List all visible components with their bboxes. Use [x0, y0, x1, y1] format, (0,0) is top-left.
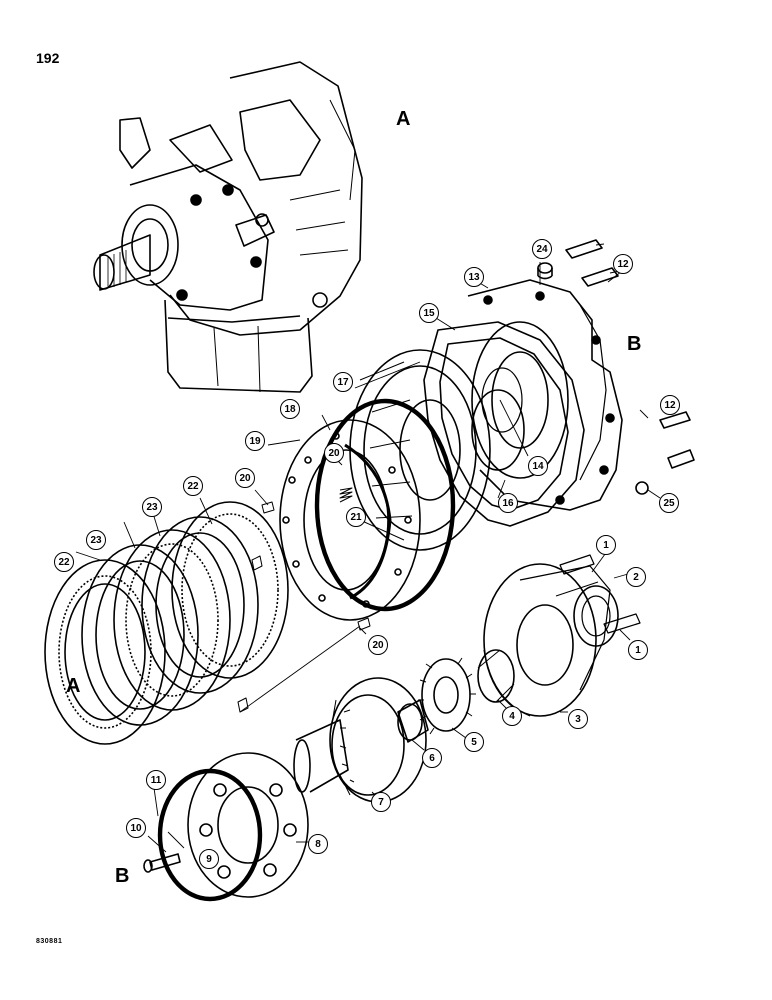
- callout-12-top: 12: [613, 254, 633, 274]
- bearing-4: [477, 649, 515, 703]
- spring-21: [339, 487, 353, 503]
- callout-24: 24: [532, 239, 552, 259]
- reference-letter-b-bottom: B: [115, 865, 130, 887]
- callout-1-lower: 1: [628, 640, 648, 660]
- callout-20-left: 20: [235, 468, 255, 488]
- carrier-3: [483, 563, 611, 717]
- callout-2: 2: [626, 567, 646, 587]
- reference-letter-b-right: B: [627, 333, 642, 355]
- separator-plate-23-rear: [141, 516, 259, 694]
- callout-15: 15: [419, 303, 439, 323]
- callout-8: 8: [308, 834, 328, 854]
- clutch-disc-22-front: [44, 559, 166, 745]
- drawing-code: 830881: [36, 938, 63, 945]
- callout-16: 16: [498, 493, 518, 513]
- callout-25: 25: [659, 493, 679, 513]
- callout-18: 18: [280, 399, 300, 419]
- snap-ring-11: [157, 768, 263, 902]
- callout-21: 21: [346, 507, 366, 527]
- callout-5: 5: [464, 732, 484, 752]
- callout-22-top: 22: [183, 476, 203, 496]
- page-number: 192: [36, 50, 60, 66]
- callout-3: 3: [568, 709, 588, 729]
- clutch-disc-22-rear: [171, 501, 289, 679]
- plate-19: [279, 419, 421, 621]
- callout-20-lower: 20: [368, 635, 388, 655]
- ring-gear-7: [329, 677, 427, 803]
- callout-4: 4: [502, 706, 522, 726]
- callout-17: 17: [333, 372, 353, 392]
- reference-letter-a-left: A: [66, 675, 81, 697]
- callout-22-left: 22: [54, 552, 74, 572]
- seal-2: [573, 585, 619, 647]
- callout-1-upper: 1: [596, 535, 616, 555]
- callout-7: 7: [371, 792, 391, 812]
- callout-23-upper: 23: [142, 497, 162, 517]
- callout-12-right: 12: [660, 395, 680, 415]
- o-ring-14: [471, 389, 525, 471]
- callout-20-center: 20: [324, 443, 344, 463]
- output-shaft-8: [187, 719, 349, 898]
- separator-plate-23-front: [81, 544, 199, 726]
- callout-14: 14: [528, 456, 548, 476]
- callout-23-lower: 23: [86, 530, 106, 550]
- housing-13: [467, 239, 695, 511]
- callout-10: 10: [126, 818, 146, 838]
- callout-6: 6: [422, 748, 442, 768]
- callout-13: 13: [464, 267, 484, 287]
- reference-letter-a-top: A: [396, 108, 411, 130]
- transmission-assembly: [93, 61, 363, 393]
- callout-9: 9: [199, 849, 219, 869]
- seal-ring-18: [314, 398, 456, 612]
- callout-11: 11: [146, 770, 166, 790]
- callout-19: 19: [245, 431, 265, 451]
